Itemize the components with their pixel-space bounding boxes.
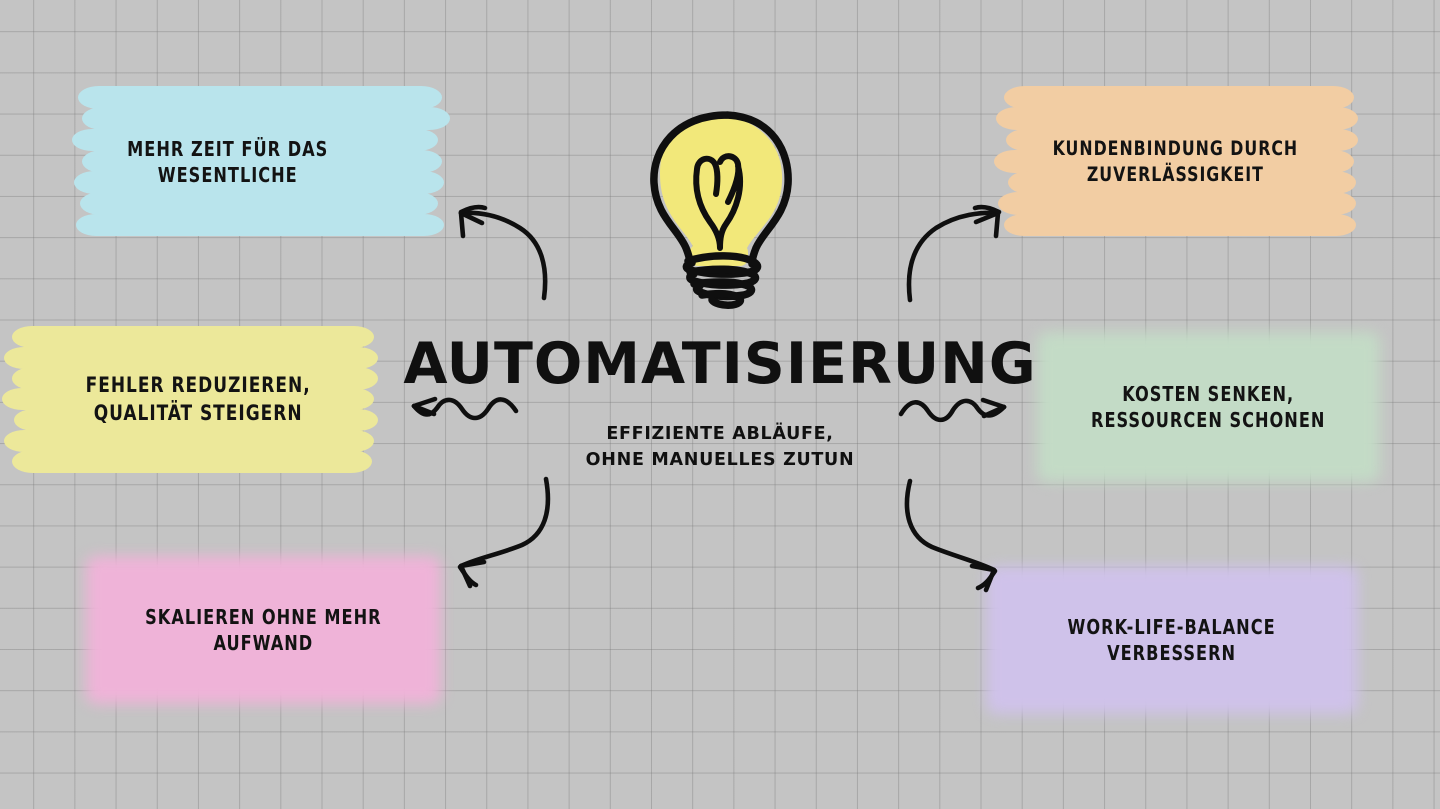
branch-card-kundenbindung: KUNDENBINDUNG DURCH ZUVERLÄSSIGKEIT bbox=[984, 86, 1366, 238]
branch-label-fehler-reduzieren: FEHLER REDUZIEREN, QUALITÄT STEIGERN bbox=[69, 372, 310, 427]
branch-label-mehr-zeit: MEHR ZEIT FÜR DAS WESENTLICHE bbox=[127, 136, 328, 189]
branch-line-2: WESENTLICHE bbox=[157, 163, 298, 187]
branch-line-1: KOSTEN SENKEN, bbox=[1122, 381, 1295, 406]
branch-label-work-life-balance: WORK-LIFE-BALANCE VERBESSERN bbox=[1068, 614, 1276, 667]
branch-card-work-life-balance: WORK-LIFE-BALANCE VERBESSERN bbox=[986, 566, 1358, 714]
branch-label-kundenbindung: KUNDENBINDUNG DURCH ZUVERLÄSSIGKEIT bbox=[1052, 136, 1297, 187]
page-subtitle: EFFIZIENTE ABLÄUFE, OHNE MANUELLES ZUTUN bbox=[586, 421, 855, 474]
arrow-to-fehler bbox=[411, 396, 519, 421]
highlighter-blob-purple bbox=[986, 566, 1358, 714]
highlighter-blob-pink bbox=[86, 556, 441, 704]
branch-card-mehr-zeit: MEHR ZEIT FÜR DAS WESENTLICHE bbox=[10, 86, 450, 238]
branch-line-1: MEHR ZEIT FÜR DAS bbox=[126, 136, 329, 161]
page-title: AUTOMATISIERUNG bbox=[403, 331, 1037, 397]
branch-line-1: KUNDENBINDUNG DURCH bbox=[1052, 137, 1298, 161]
arrow-to-mehr-zeit bbox=[458, 204, 548, 301]
highlighter-blob-green bbox=[1037, 332, 1380, 482]
arrow-to-kosten bbox=[898, 397, 1007, 423]
branch-line-2: RESSOURCEN SCHONEN bbox=[1091, 408, 1326, 432]
branch-line-2: AUFWAND bbox=[213, 631, 314, 655]
branch-line-2: QUALITÄT STEIGERN bbox=[93, 401, 303, 425]
branch-line-1: FEHLER REDUZIEREN, bbox=[85, 373, 311, 398]
branch-label-kosten-senken: KOSTEN SENKEN, RESSOURCEN SCHONEN bbox=[1091, 381, 1325, 434]
subtitle-line-1: EFFIZIENTE ABLÄUFE, bbox=[606, 424, 834, 444]
branch-card-skalieren: SKALIEREN OHNE MEHR AUFWAND bbox=[86, 556, 441, 704]
branch-line-1: WORK-LIFE-BALANCE bbox=[1067, 614, 1277, 639]
branch-line-1: SKALIEREN OHNE MEHR bbox=[145, 604, 382, 629]
subtitle-line-2: OHNE MANUELLES ZUTUN bbox=[585, 450, 855, 471]
branch-card-fehler-reduzieren: FEHLER REDUZIEREN, QUALITÄT STEIGERN bbox=[0, 326, 390, 474]
arrow-to-worklife bbox=[904, 478, 998, 593]
branch-line-2: VERBESSERN bbox=[1107, 641, 1237, 665]
branch-label-skalieren: SKALIEREN OHNE MEHR AUFWAND bbox=[145, 604, 381, 657]
branch-line-2: ZUVERLÄSSIGKEIT bbox=[1086, 163, 1264, 186]
lightbulb-icon bbox=[650, 111, 792, 309]
arrow-to-skalieren bbox=[457, 476, 551, 589]
branch-card-kosten-senken: KOSTEN SENKEN, RESSOURCEN SCHONEN bbox=[1037, 332, 1380, 482]
